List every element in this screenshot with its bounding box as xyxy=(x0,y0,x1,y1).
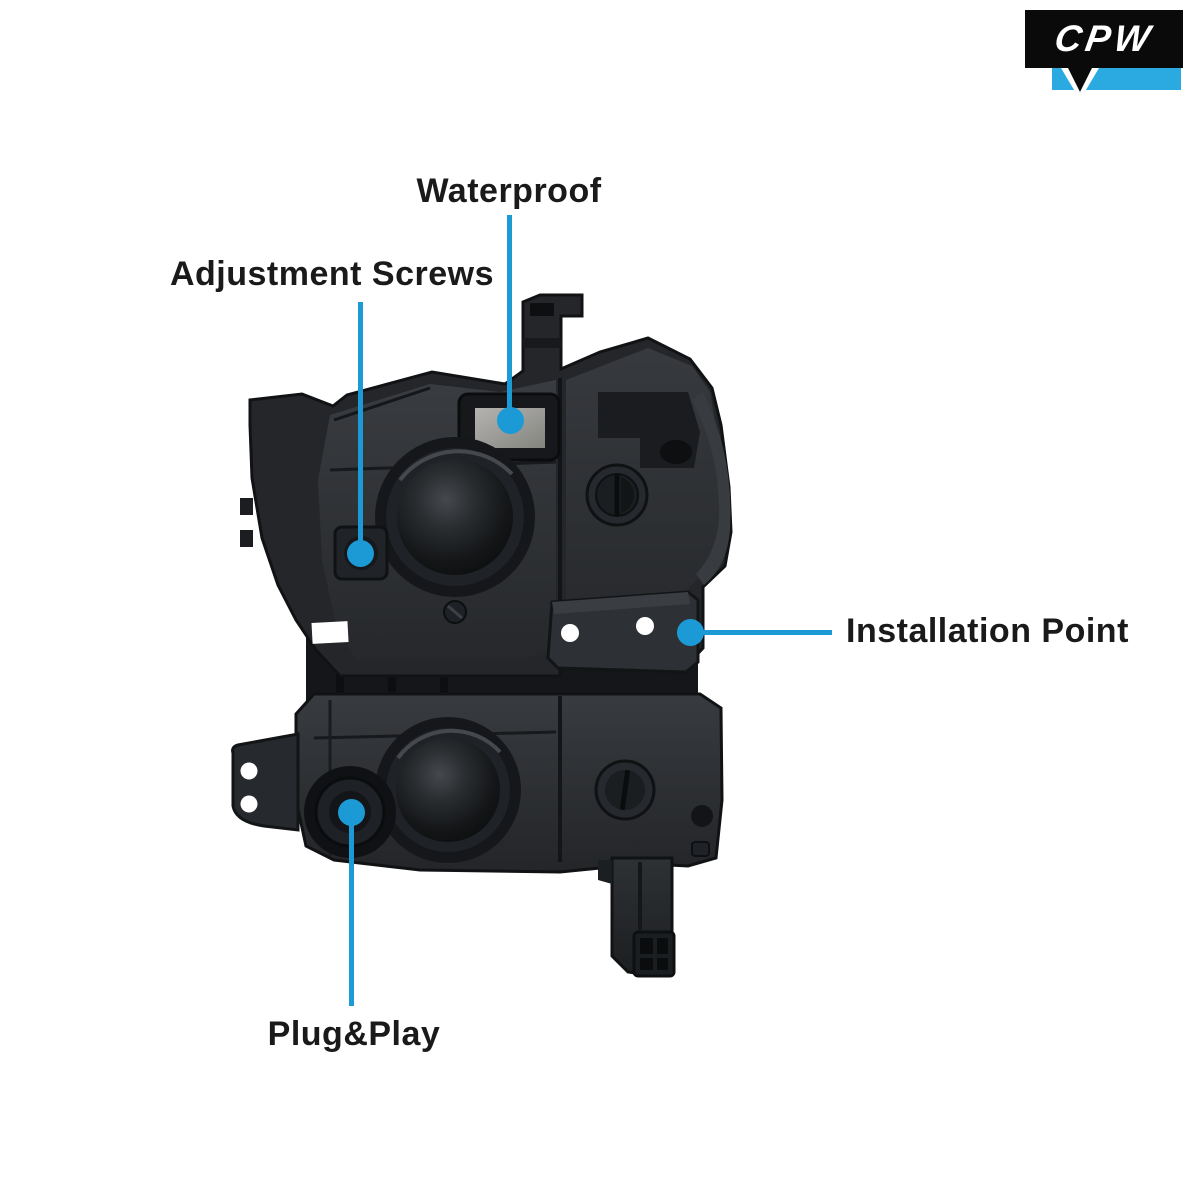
brand-logo: CPW xyxy=(1025,10,1183,102)
mounting-leg xyxy=(598,856,676,978)
waterproof-callout-line xyxy=(507,215,512,421)
lower-bulb-cap xyxy=(375,717,521,863)
brand-logo-text: CPW xyxy=(1051,18,1157,59)
plug-play-label: Plug&Play xyxy=(267,1015,441,1053)
lower-mount-bracket xyxy=(231,732,300,832)
waterproof-label: Waterproof xyxy=(416,172,602,210)
adjustment-screws-callout-line xyxy=(358,302,363,554)
installation-point-callout-line xyxy=(700,630,832,635)
brand-logo-box: CPW xyxy=(1025,10,1183,68)
plug-play-marker-dot xyxy=(338,799,365,826)
plug-play-callout-line xyxy=(349,812,354,1006)
mount-hole xyxy=(240,795,258,813)
mount-hole xyxy=(636,617,654,635)
upper-access-cap xyxy=(585,463,649,527)
installation-bracket xyxy=(546,590,700,674)
installation-point-marker-dot xyxy=(677,619,704,646)
adjustment-screws-label: Adjustment Screws xyxy=(169,255,495,293)
upper-bulb-cap xyxy=(375,437,535,597)
installation-point-label: Installation Point xyxy=(846,612,1129,650)
top-bracket-slot xyxy=(530,303,554,316)
adjustment-screws-marker-dot xyxy=(347,540,374,567)
mount-hole xyxy=(240,762,258,780)
brand-logo-notch-inner xyxy=(1068,68,1092,92)
through-slot xyxy=(311,621,349,644)
waterproof-marker-dot xyxy=(497,407,524,434)
lower-access-cap xyxy=(594,759,656,821)
mount-hole xyxy=(561,624,579,642)
headlight-housing xyxy=(231,293,733,978)
